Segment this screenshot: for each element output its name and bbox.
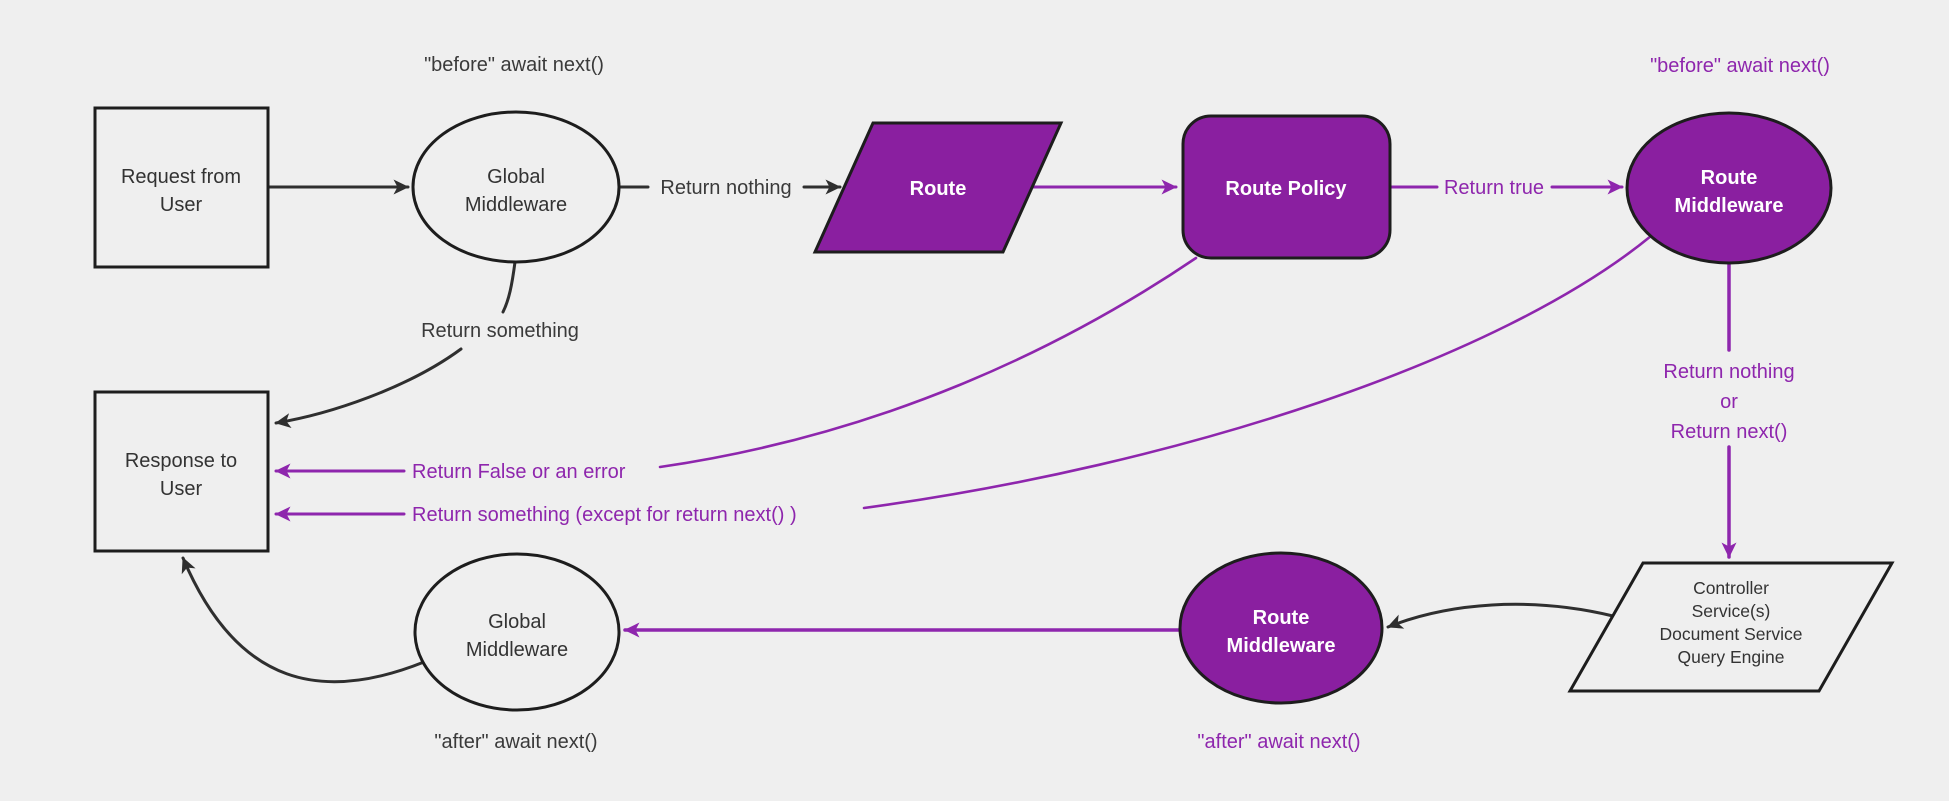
global-middleware-bottom-label-line1: Global [488, 611, 546, 633]
node-route-middleware-bottom: Route Middleware [1178, 551, 1384, 705]
edge-rm-top-to-response-segment-1 [862, 234, 1653, 510]
edge-label-before-await-next-purple: "before" await next() [1650, 55, 1830, 77]
node-route: Route [812, 121, 1064, 254]
response-to-user-shape [93, 390, 270, 553]
global-middleware-bottom-shape [413, 552, 621, 712]
edge-label-before-await-next-dark: "before" await next() [424, 54, 604, 76]
edge-label-return-nothing-or-next: Return nothing or Return next() [1663, 361, 1794, 443]
controller-label-line4: Query Engine [1677, 647, 1784, 667]
global-middleware-bottom-label-line2: Middleware [466, 639, 568, 661]
controller-label-line3: Document Service [1660, 624, 1803, 644]
node-global-middleware-bottom: Global Middleware [413, 552, 621, 712]
route-shape [812, 121, 1064, 254]
edge-label-after-await-next-dark: "after" await next() [434, 731, 597, 753]
request-from-user-label-line2: User [160, 194, 203, 216]
node-controller-services: Controller Service(s) Document Service Q… [1567, 561, 1895, 693]
route-policy-shape [1181, 114, 1392, 260]
route-middleware-bottom-label-line1: Route [1253, 607, 1310, 629]
edge-label-return-nothing-or-line1: Return nothing [1663, 361, 1794, 383]
route-label: Route [910, 178, 967, 200]
route-middleware-bottom-label-line2: Middleware [1227, 635, 1336, 657]
node-global-middleware-top: Global Middleware [411, 110, 621, 264]
route-middleware-top-label-line2: Middleware [1675, 195, 1784, 217]
global-middleware-top-label-line2: Middleware [465, 194, 567, 216]
request-from-user-shape [93, 106, 270, 269]
edge-label-return-something-except: Return something (except for return next… [412, 504, 797, 526]
edge-route-policy-to-response-segment-1 [658, 256, 1198, 469]
edge-label-return-false-or-error: Return False or an error [412, 461, 626, 483]
edge-controller-to-rm-bottom [1386, 602, 1615, 629]
edge-gm-top-to-response-segment-2 [274, 347, 463, 429]
route-policy-label: Route Policy [1225, 178, 1347, 200]
edge-label-after-await-next-purple: "after" await next() [1197, 731, 1360, 753]
global-middleware-top-label-line1: Global [487, 166, 545, 188]
request-from-user-label-line1: Request from [121, 166, 241, 188]
edge-label-return-nothing: Return nothing [660, 177, 791, 199]
edge-label-return-true: Return true [1444, 177, 1544, 199]
edge-label-return-nothing-or-line2: or [1720, 391, 1738, 413]
edge-label-return-something: Return something [421, 320, 579, 342]
response-to-user-label-line1: Response to [125, 450, 237, 472]
edge-gm-top-to-response-segment-1 [501, 260, 517, 314]
route-middleware-bottom-shape [1178, 551, 1384, 705]
node-route-middleware-top: Route Middleware [1625, 111, 1833, 265]
controller-services-shape [1567, 561, 1895, 693]
response-to-user-label-line2: User [160, 478, 203, 500]
controller-label-line1: Controller [1693, 578, 1769, 598]
global-middleware-top-shape [411, 110, 621, 264]
route-middleware-top-label-line1: Route [1701, 167, 1758, 189]
edge-gm-bottom-to-response [181, 556, 426, 684]
node-route-policy: Route Policy [1181, 114, 1392, 260]
controller-label-line2: Service(s) [1692, 601, 1771, 621]
node-response-to-user: Response to User [93, 390, 270, 553]
edge-label-return-nothing-or-line3: Return next() [1671, 421, 1788, 443]
node-request-from-user: Request from User [93, 106, 270, 269]
route-middleware-top-shape [1625, 111, 1833, 265]
